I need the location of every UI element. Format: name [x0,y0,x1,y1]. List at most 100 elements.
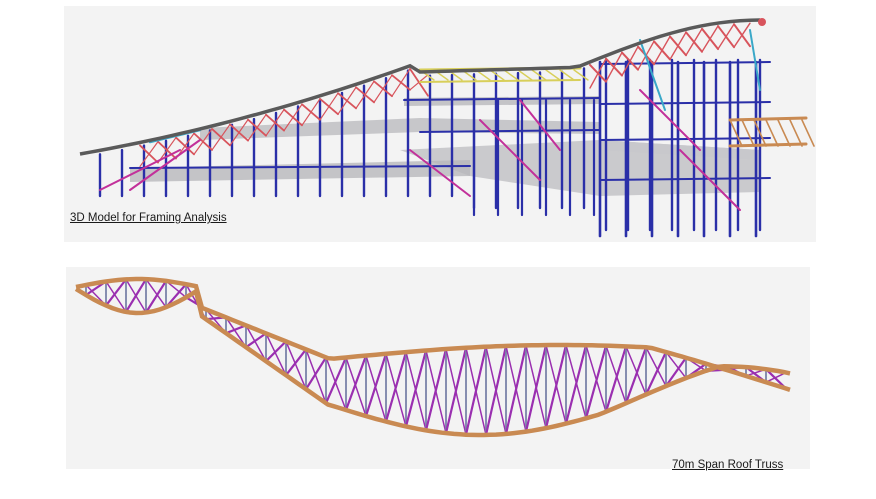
cantilever-web [729,119,743,147]
roof-truss-web [701,25,719,53]
truss-diagonal [265,332,287,376]
truss-diagonal [325,356,347,411]
roof-truss-web [685,28,703,56]
truss-diagonal [565,344,587,420]
truss-diagonal [624,346,648,405]
diagonal-brace [129,139,201,191]
roof-top-chord [79,18,761,156]
floor-slab [130,160,470,182]
cantilever-web [777,119,791,147]
truss-diagonal [465,347,487,436]
truss-diagonal [644,350,668,396]
roof-end-node [758,18,766,26]
truss-diagonal [485,346,507,435]
bridge-truss-web [489,69,505,81]
truss-diagonal [144,279,168,314]
roof-truss-web [211,123,231,151]
cantilever-web [789,119,803,147]
cantilever-web [741,119,755,147]
truss-diagonal [584,344,608,420]
truss-diagonal [304,356,328,391]
truss-diagonal [285,340,307,390]
cyan-member [749,29,761,91]
truss-diagonal [405,351,427,432]
floor-beam [129,165,471,169]
truss-diagonal [125,278,147,314]
bridge-truss-web [503,69,519,81]
roof-truss-web [229,119,249,146]
cantilever-web [765,119,779,147]
diagonal-brace [99,149,181,191]
roof-truss-web [621,45,639,77]
truss-diagonal [244,332,268,349]
truss-bottom-chord [74,287,791,438]
bridge-truss-web [517,69,533,81]
model-caption: 3D Model for Framing Analysis [70,212,227,224]
truss-diagonal [104,278,128,307]
framing-model-figure: 3D Model for Framing Analysis [64,6,816,242]
truss-diagonal [264,340,288,363]
floor-beam [403,97,601,101]
truss-diagonal [665,351,687,379]
truss-top-chord [75,276,791,392]
roof-truss-web [337,86,357,115]
roof-truss-web [247,114,267,142]
truss-diagonal [645,346,667,387]
truss-diagonal [585,344,607,413]
truss-diagonal [105,280,127,313]
truss-diagonal [345,356,367,417]
roof-truss-web [409,74,429,91]
roof-truss-web [301,98,321,126]
bridge-truss-chord [419,79,581,83]
truss-diagonal [605,344,627,404]
roof-truss-web [717,23,735,50]
truss-diagonal [765,371,787,383]
roof-truss-web [733,22,751,48]
floor-beam [599,177,771,181]
roof-truss-figure: 70m Span Roof Truss [0,255,876,499]
truss-diagonal [604,345,628,413]
truss-diagonal [425,349,447,434]
diagonal-brace [479,119,541,181]
diagonal-brace [409,149,471,197]
truss-caption: 70m Span Roof Truss [672,459,784,471]
bridge-truss-web [573,69,589,81]
roof-truss-web [373,74,393,103]
floor-beam [419,129,601,133]
truss-diagonal [385,353,407,428]
bridge-truss-web [545,69,561,81]
truss-diagonal [384,350,408,423]
roof-truss-web [283,103,303,132]
roof-truss-drawing [74,276,791,438]
floor-beam [599,101,771,105]
diagonal-brace [639,89,701,151]
truss-diagonal [245,324,267,362]
truss-diagonal [664,356,688,388]
cyan-member [639,39,666,111]
roof-truss-web [265,108,285,137]
truss-diagonal [305,348,327,404]
roof-truss-web [319,92,339,121]
roof-truss-web [605,51,623,83]
roof-truss-web [139,140,159,168]
truss-diagonal [284,348,308,377]
truss-diagonal [324,356,348,405]
truss-diagonal [344,354,368,412]
truss-diagonal [145,278,167,308]
roof-truss-web [653,35,671,66]
truss-diagonal [525,344,547,429]
bridge-truss-web [559,69,575,81]
roof-truss-web [669,31,687,61]
truss-diagonal [545,344,567,425]
truss-diagonal [364,352,388,418]
diagonal-brace [519,99,561,151]
roof-truss-web [355,80,375,109]
truss-diagonal [505,345,527,433]
cantilever-web [753,119,767,147]
truss-diagonal [224,324,248,335]
truss-diagonal [365,354,387,423]
cantilever-web [801,119,815,147]
roof-truss-web [391,68,411,97]
framing-model-drawing [79,18,815,238]
roof-truss-web [193,128,213,155]
